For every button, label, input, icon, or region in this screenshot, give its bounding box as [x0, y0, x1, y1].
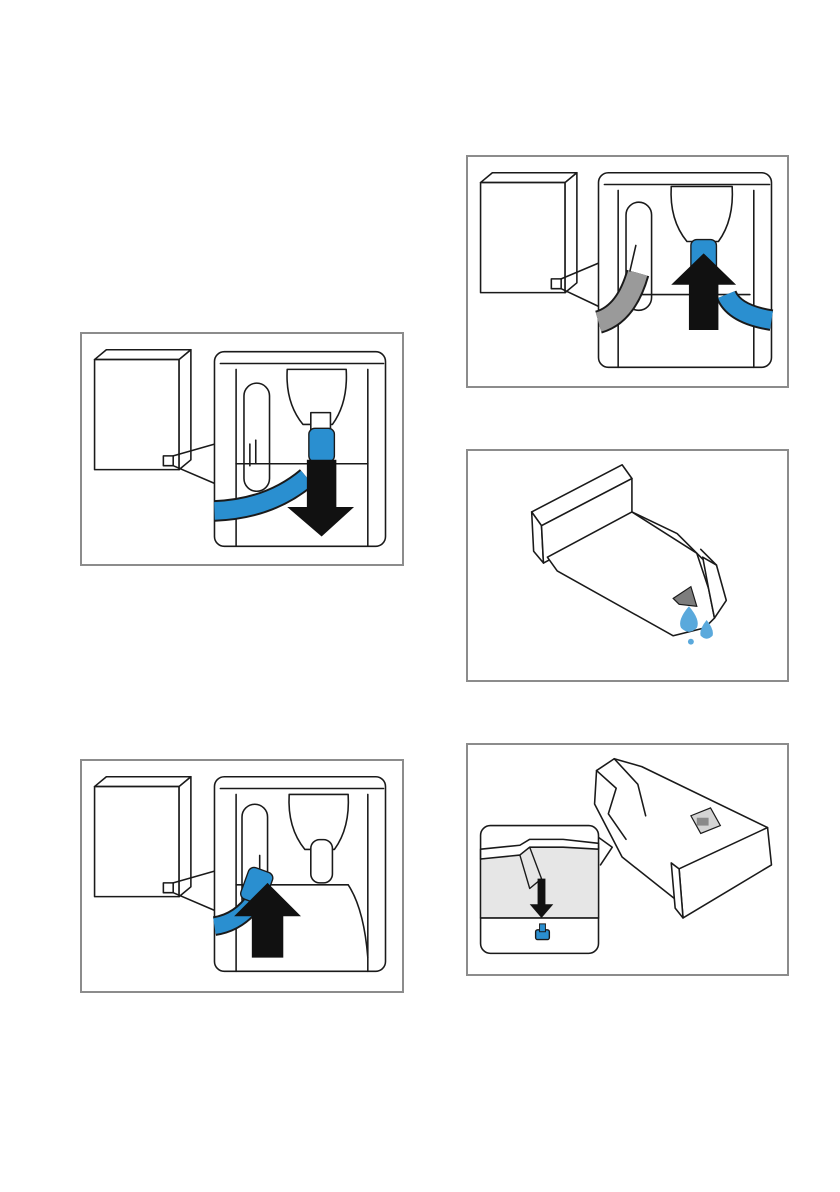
figure-drawer-insert-detail — [466, 743, 789, 976]
water-drop-icon — [688, 639, 694, 645]
appliance-icon — [481, 173, 577, 293]
figure-hose-reattach-up — [466, 155, 789, 388]
appliance-icon — [95, 777, 191, 897]
figure-hose-push-up — [80, 759, 404, 993]
illustration-drawer-dripping — [468, 451, 787, 680]
illustration-hose-reattach-up — [468, 157, 787, 386]
figure-hose-pull-down — [80, 332, 404, 566]
appliance-icon — [95, 350, 191, 470]
illustration-drawer-insert — [468, 745, 787, 974]
illustration-hose-push-up — [82, 761, 402, 991]
figure-drawer-dripping-water — [466, 449, 789, 682]
illustration-hose-pull-down — [82, 334, 402, 564]
detail-zoom — [481, 826, 613, 954]
